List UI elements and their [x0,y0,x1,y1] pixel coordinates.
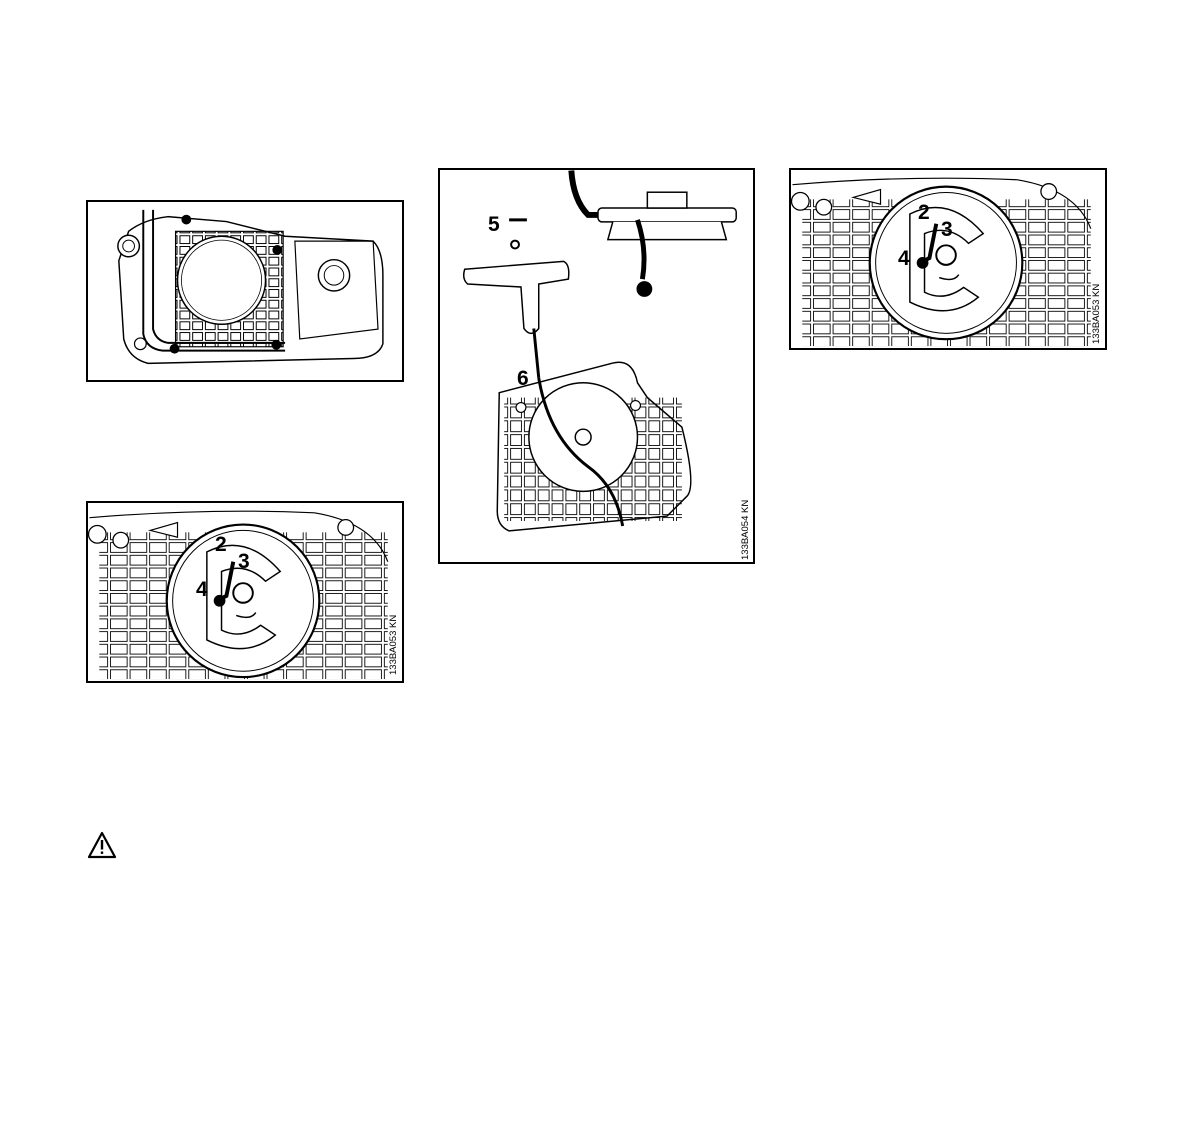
figure-pawl-left: 2 3 4 133BA053 KN [86,501,404,683]
callout-4: 4 [898,248,910,269]
warning-triangle-icon [87,831,117,859]
starter-rope-illustration [440,170,753,562]
pawl-illustration [791,170,1105,348]
figure-starter-rope: 5 6 133BA054 KN [438,168,755,564]
pawl-illustration [88,503,402,681]
figure-pawl-right: 2 3 4 133BA053 KN [789,168,1107,350]
figure-starter-cover [86,200,404,382]
callout-5: 5 [488,214,500,235]
figure-code: 133BA054 KN [740,500,751,560]
callout-6: 6 [517,368,529,389]
callout-3: 3 [238,551,250,572]
starter-cover-illustration [88,202,402,380]
figure-code: 133BA053 KN [1091,284,1102,344]
figure-code: 133BA053 KN [388,615,399,675]
callout-4: 4 [196,579,208,600]
callout-2: 2 [918,202,930,223]
callout-3: 3 [941,219,953,240]
callout-2: 2 [215,534,227,555]
